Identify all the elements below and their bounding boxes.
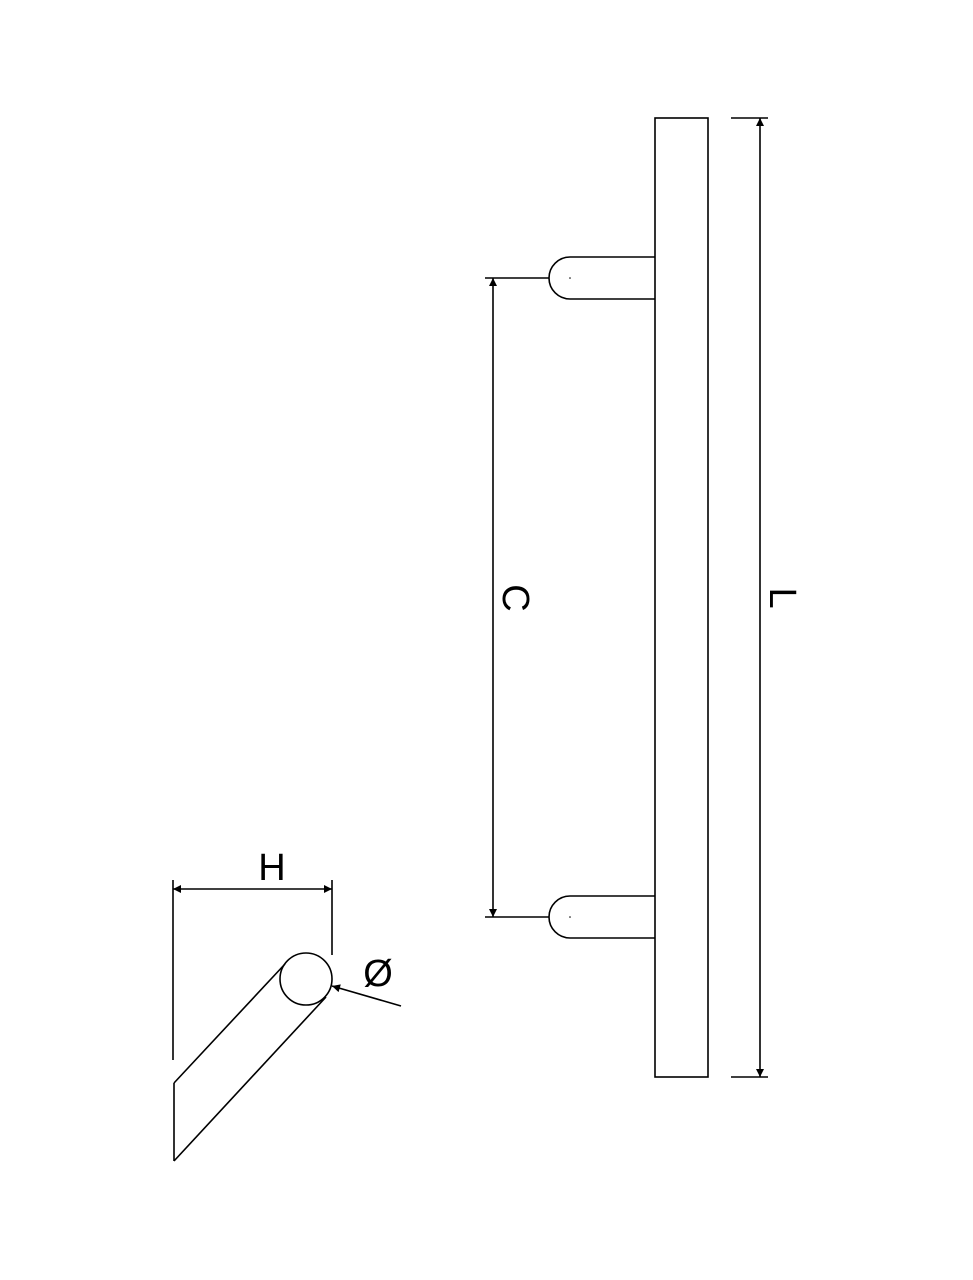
handle-bar — [654, 117, 709, 1078]
bottom-post-center — [569, 916, 571, 918]
side-profile — [173, 952, 333, 1162]
height-dimension — [172, 880, 333, 1060]
length-dimension — [731, 117, 768, 1078]
length-label: L — [761, 587, 803, 608]
diameter-leader — [331, 984, 402, 1007]
diameter-label: Ø — [363, 953, 393, 995]
center-distance-label: C — [494, 584, 536, 611]
top-post-center — [569, 277, 571, 279]
bottom-post — [548, 895, 655, 939]
height-label: H — [258, 847, 285, 889]
top-post — [548, 256, 655, 300]
center-distance-dimension — [485, 277, 549, 918]
